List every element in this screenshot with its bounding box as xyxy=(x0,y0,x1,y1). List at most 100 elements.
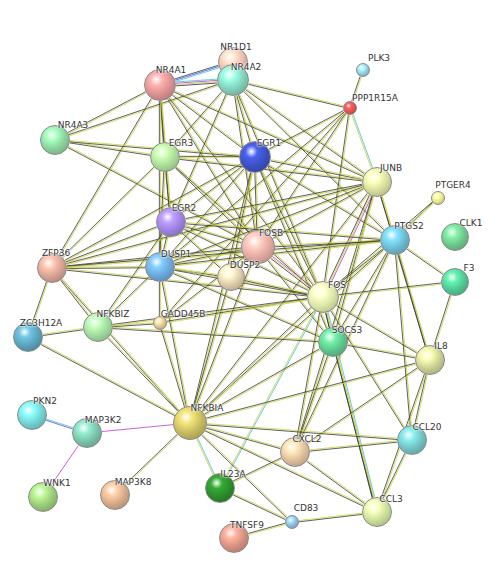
evidence-line xyxy=(46,420,72,429)
evidence-line xyxy=(255,173,257,230)
protein-node: MAP3K8 xyxy=(100,480,130,510)
evidence-line xyxy=(174,274,319,337)
protein-node: NR4A1 xyxy=(144,69,176,101)
interaction-edge xyxy=(310,441,397,451)
interaction-edge xyxy=(164,113,346,318)
gene-label: TNFSF9 xyxy=(230,520,264,531)
interaction-edge xyxy=(162,282,187,407)
protein-node: PKN2 xyxy=(17,400,47,430)
evidence-line xyxy=(165,114,346,319)
evidence-line xyxy=(62,167,154,257)
evidence-line xyxy=(348,344,416,357)
evidence-line xyxy=(203,434,288,516)
evidence-line xyxy=(298,313,320,437)
evidence-line xyxy=(186,223,380,239)
evidence-line xyxy=(180,157,239,158)
evidence-line xyxy=(233,495,285,520)
evidence-line xyxy=(34,282,48,323)
gene-label: PLK3 xyxy=(368,53,390,64)
evidence-line xyxy=(202,250,383,412)
gene-label: F3 xyxy=(464,263,475,274)
evidence-line xyxy=(41,345,175,416)
evidence-line xyxy=(43,330,83,336)
gene-label: IL23A xyxy=(220,469,245,480)
evidence-line xyxy=(186,184,363,218)
interaction-edge xyxy=(176,79,217,86)
evidence-line xyxy=(307,461,365,503)
gene-label: CLK1 xyxy=(460,218,483,229)
interaction-edge xyxy=(180,156,239,157)
evidence-line xyxy=(206,428,280,448)
gene-label: CCL20 xyxy=(412,422,441,433)
interaction-edge xyxy=(196,263,253,408)
interaction-edge xyxy=(271,160,363,180)
evidence-line xyxy=(206,430,364,505)
interaction-edge xyxy=(41,343,175,415)
interaction-edge xyxy=(329,195,372,283)
protein-node: SOCS3 xyxy=(318,327,348,357)
evidence-line xyxy=(207,364,416,419)
interaction-edge xyxy=(399,254,427,346)
evidence-line xyxy=(163,330,186,407)
interaction-edge xyxy=(233,494,286,520)
interaction-edge xyxy=(297,313,321,438)
interaction-edge xyxy=(102,425,173,432)
evidence-line xyxy=(177,166,312,285)
evidence-line xyxy=(65,164,241,260)
protein-node: NFKBIZ xyxy=(83,312,113,342)
evidence-line xyxy=(248,84,343,107)
interaction-edge xyxy=(166,172,171,207)
interaction-edge xyxy=(32,282,47,323)
interaction-edge xyxy=(255,173,258,230)
interaction-edge xyxy=(205,430,364,506)
evidence-line xyxy=(408,248,444,273)
evidence-line xyxy=(161,330,184,407)
evidence-line xyxy=(66,227,157,262)
interaction-edge xyxy=(245,279,308,294)
interaction-edge xyxy=(248,83,343,107)
interaction-edge xyxy=(161,330,185,407)
gene-label: EGR1 xyxy=(257,138,282,149)
evidence-line xyxy=(339,284,441,296)
interaction-edge xyxy=(113,323,153,327)
evidence-line xyxy=(194,290,227,406)
evidence-line xyxy=(383,453,405,498)
evidence-line xyxy=(249,83,344,106)
protein-node: CD83 xyxy=(285,515,299,529)
evidence-line xyxy=(175,242,380,266)
protein-node: CCL20 xyxy=(397,425,427,455)
gene-label: PTGER4 xyxy=(435,180,471,191)
protein-node: WNK1 xyxy=(28,482,58,512)
evidence-line xyxy=(297,313,319,437)
evidence-line xyxy=(69,84,218,134)
evidence-line xyxy=(67,266,145,268)
interaction-edge xyxy=(69,84,218,135)
evidence-line xyxy=(61,280,89,315)
evidence-line xyxy=(245,281,308,295)
evidence-line xyxy=(384,454,406,499)
evidence-line xyxy=(352,115,371,168)
interaction-edge xyxy=(381,196,427,346)
evidence-line xyxy=(113,327,318,340)
gene-label: WNK1 xyxy=(43,478,70,489)
interaction-edge xyxy=(206,363,415,419)
evidence-line xyxy=(163,282,187,407)
interaction-edge xyxy=(194,290,228,407)
evidence-line xyxy=(180,159,362,180)
evidence-line xyxy=(353,114,372,167)
evidence-line xyxy=(166,172,169,207)
evidence-line xyxy=(234,494,286,519)
protein-node: PPP1R15A xyxy=(343,101,357,115)
evidence-line xyxy=(43,328,83,334)
evidence-line xyxy=(62,279,90,314)
protein-node: PLK3 xyxy=(356,63,370,77)
protein-node: ZFP36 xyxy=(37,253,67,283)
evidence-line xyxy=(42,343,176,414)
protein-node: PTGER4 xyxy=(431,191,445,205)
evidence-line xyxy=(113,300,307,326)
gene-label: IL8 xyxy=(434,341,447,352)
protein-node: JUNB xyxy=(362,167,392,197)
evidence-line xyxy=(113,298,307,324)
evidence-line xyxy=(310,441,397,450)
evidence-line xyxy=(186,224,380,240)
